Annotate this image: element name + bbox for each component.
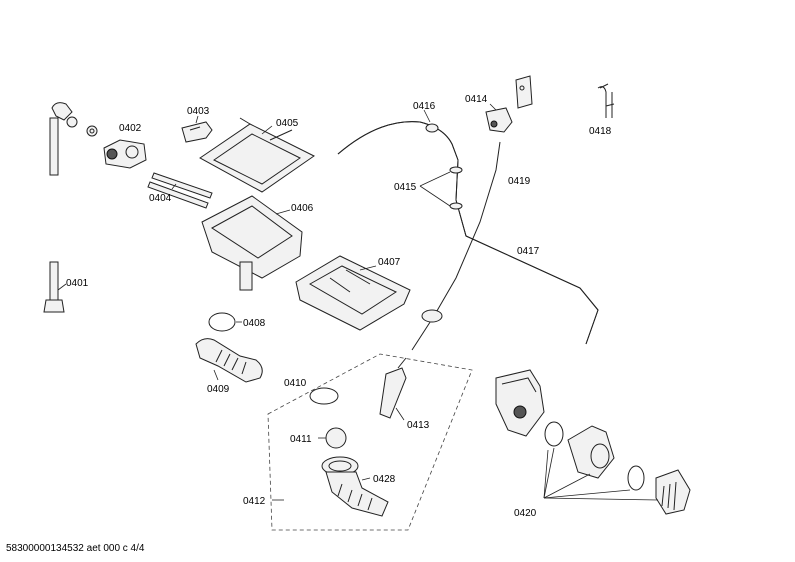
label-0420: 0420 — [514, 508, 537, 519]
label-0415: 0415 — [394, 182, 417, 193]
part-0407-detergent-drawer — [295, 255, 411, 331]
part-0406-drawer-housing — [201, 195, 303, 291]
document-footer: 58300000134532 aet 000 c 4/4 — [6, 543, 145, 554]
label-0411: 0411 — [290, 434, 312, 445]
leader-0415 — [419, 171, 451, 207]
part-0410-ring — [309, 387, 339, 405]
label-0404: 0404 — [149, 193, 172, 204]
part-0401-inlet-tube — [43, 102, 78, 313]
label-0416: 0416 — [413, 101, 436, 112]
part-0416-hose — [337, 109, 459, 161]
part-0409-bellows-hose — [195, 338, 263, 383]
label-0413: 0413 — [407, 420, 430, 431]
label-0403: 0403 — [187, 106, 210, 117]
part-0404-rods — [147, 172, 213, 209]
part-0420-drain-pump — [495, 369, 691, 515]
part-0405-dispenser-top — [199, 117, 315, 193]
label-0406: 0406 — [291, 203, 314, 214]
part-0402-inlet-valve — [86, 125, 147, 169]
label-0412: 0412 — [243, 496, 266, 507]
label-0419: 0419 — [508, 176, 531, 187]
label-0409: 0409 — [207, 384, 230, 395]
label-0405: 0405 — [276, 118, 299, 129]
label-0414: 0414 — [465, 94, 488, 105]
label-0418: 0418 — [589, 126, 612, 137]
label-0410: 0410 — [284, 378, 307, 389]
label-0417: 0417 — [517, 246, 540, 257]
label-0401: 0401 — [66, 278, 89, 289]
part-0413-pressure-chamber — [379, 357, 407, 421]
assembly-outline — [267, 353, 473, 531]
part-bracket-top — [515, 75, 533, 109]
label-0402: 0402 — [119, 123, 142, 134]
label-0408: 0408 — [243, 318, 266, 329]
part-0403-bracket — [181, 115, 213, 143]
label-0428: 0428 — [373, 474, 396, 485]
part-0418-hook — [597, 83, 615, 118]
part-0414-pressure-switch — [485, 103, 513, 133]
label-0407: 0407 — [378, 257, 401, 268]
part-0419-thin-tube — [411, 141, 501, 351]
part-0411-ball — [318, 427, 347, 449]
part-0428-sump-hose — [321, 456, 389, 517]
part-0417-long-hose — [449, 159, 599, 345]
part-0408-seal-ring — [208, 312, 242, 332]
